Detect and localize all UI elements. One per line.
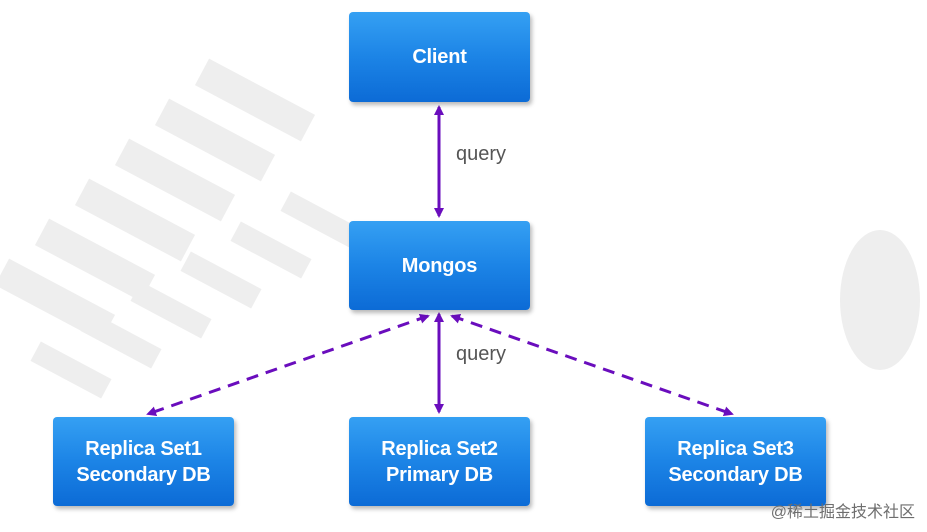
mongos-node: Mongos (349, 221, 530, 310)
client-label: Client (412, 46, 467, 68)
client-mongos-edge-label: query (456, 143, 507, 165)
mongos-rs2-edge-label: query (456, 343, 507, 365)
replica-set3-node: Replica Set3 Secondary DB (645, 417, 826, 506)
replica-set1-role: Secondary DB (76, 463, 211, 486)
replica-set1-label: Replica Set1 (85, 437, 202, 460)
mongos-rs1-arrow (146, 313, 430, 417)
mongos-rs3-arrow (450, 313, 734, 417)
replica-set3-role: Secondary DB (668, 463, 803, 486)
replica-set3-label: Replica Set3 (677, 437, 794, 460)
mongos-label: Mongos (401, 254, 478, 277)
corner-watermark: @稀土掘金技术社区 (770, 504, 915, 521)
replica-set1-node: Replica Set1 Secondary DB (53, 417, 234, 506)
replica-set2-node: Replica Set2 Primary DB (349, 417, 530, 506)
client-node: Client (349, 12, 530, 102)
replica-set2-role: Primary DB (386, 463, 493, 486)
replica-set2-label: Replica Set2 (381, 437, 498, 460)
